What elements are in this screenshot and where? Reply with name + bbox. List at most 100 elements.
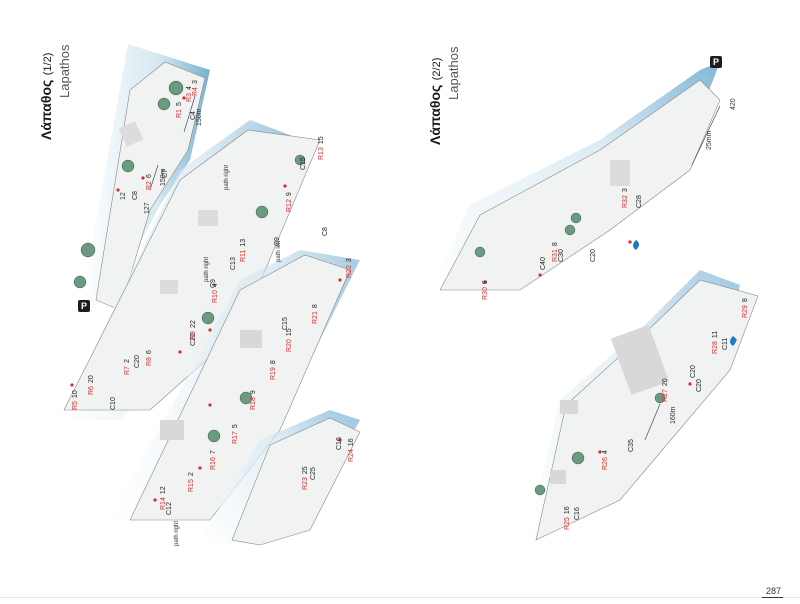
topo-title-right: Λάπαθος (2/2) [427,58,445,145]
climb-label: C8 [322,227,329,236]
route-id: R20 [286,339,293,352]
sector-f [528,270,759,541]
route-grade: 16 [348,438,355,447]
route-r18: R189 [250,390,257,410]
route-r17: R175 [232,424,239,444]
route-grade: 3 [622,188,629,193]
route-grade: 8 [312,304,319,309]
route-id: R16 [210,457,217,470]
route-grade: 8 [742,298,749,303]
route-grade: 10 [72,390,79,399]
route-r32: R323 [622,188,629,208]
climb-label: C10 [110,397,117,410]
distance-label: 420 [730,98,737,110]
route-r22: R223 [346,258,353,278]
climb-label: C13 [230,257,237,270]
route-id: R19 [270,367,277,380]
page-divider [0,597,800,598]
route-r13: R1315 [318,136,325,160]
climb-label: C15 [282,317,289,330]
sector-e [432,62,721,291]
route-r21: R218 [312,304,319,324]
sector-a [80,44,210,311]
sector-b [60,120,321,420]
route-id: R12 [286,199,293,212]
route-grade: 8 [270,360,277,365]
route-id: R29 [742,305,749,318]
climb-label: C20 [696,379,703,392]
topo-subtitle-left: Lapathos [56,45,74,99]
route-grade: 6 [146,174,153,179]
route-r7: R72 [124,359,131,375]
climb-label: C11 [722,337,729,350]
route-grade: 5 [232,424,239,429]
route-grade: 4 [602,450,609,455]
crag-name: Λάπαθος [38,79,54,140]
climb-label: C12 [166,502,173,515]
route-grade: 6 [482,280,489,285]
route-r6: R620 [88,375,95,395]
route-r30: R306 [482,280,489,300]
sector-d [200,410,361,546]
route-grade: 20 [88,375,95,384]
route-grade: 25 [302,466,309,475]
route-r29: R298 [742,298,749,318]
route-id: R21 [312,311,319,324]
route-id: R24 [348,449,355,462]
route-grade: 3 [346,258,353,263]
climb-label: C15 [300,157,307,170]
route-grade: 22 [190,320,197,329]
crag-part: (1/2) [42,52,54,76]
climb-label: C20 [690,365,697,378]
climb-label: C30 [558,249,565,262]
route-id: R7 [124,366,131,375]
parking-icon: P [78,300,90,312]
route-r2: R26 [146,174,153,190]
route-id: R4 [192,87,199,96]
climb-label: C40 [540,257,547,270]
route-grade: 9 [286,192,293,197]
route-r1: R15 [176,102,183,118]
distance-label: 127 [144,202,151,214]
climb-label: C20 [134,355,141,368]
path-note: path right [224,164,230,190]
route-id: R17 [232,431,239,444]
route-r16: R167 [210,450,217,470]
climb-label: C20 [590,249,597,262]
route-id: R25 [564,517,571,530]
route-id: R22 [346,265,353,278]
route-r5: R510 [72,390,79,410]
route-grade: 2 [124,359,131,364]
tree-icons-right [474,212,666,496]
topo-title-left: Λάπαθος (1/2) [38,53,56,140]
route-r8: R86 [146,350,153,366]
distance-label: 12 [120,192,127,200]
route-r15: R152 [188,472,195,492]
crag-latin-name: Lapathos [446,46,461,101]
route-r26: R264 [602,450,609,470]
climb-label: C35 [628,439,635,452]
path-note: path left [276,240,282,262]
route-id: R5 [72,401,79,410]
route-id: R27 [662,389,669,402]
route-id: R10 [212,290,219,303]
route-id: R8 [146,357,153,366]
distance-lines [149,95,721,441]
route-id: R15 [188,479,195,492]
tree-icons [73,80,306,443]
climb-label: C22 [190,333,197,346]
topo-subtitle-right: Lapathos [445,47,463,101]
route-grade: 16 [564,506,571,515]
sector-c [110,250,360,521]
climb-label: C9 [210,279,217,288]
page-number: 287 [761,586,784,598]
route-grade: 7 [210,450,217,455]
route-r24: R2416 [348,438,355,462]
distance-label: 150m [160,168,167,186]
path-note: path right [174,520,180,546]
climb-label: C28 [636,195,643,208]
crag-name: Λάπαθος [427,84,443,145]
parking-icon: P [710,56,722,68]
